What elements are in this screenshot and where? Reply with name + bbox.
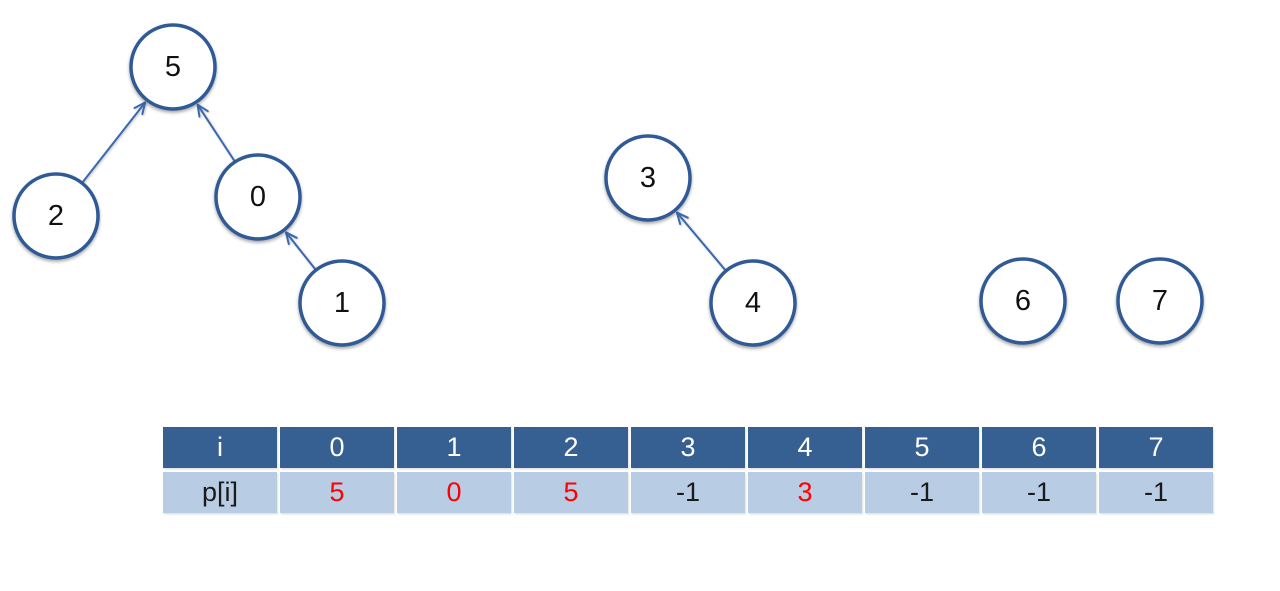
parent-arrow-1-to-0 [284, 231, 317, 270]
node-circle-5 [129, 23, 217, 111]
index-cell-4: 4 [748, 427, 862, 468]
tree-node-2: 2 [12, 172, 100, 260]
parent-edges-layer [81, 101, 727, 271]
node-circle-6 [979, 257, 1067, 345]
parent-value-cell-6: -1 [982, 472, 1096, 513]
node-label-2: 2 [48, 200, 64, 232]
tree-node-3: 3 [604, 134, 692, 222]
parent-value-cell-3: -1 [631, 472, 745, 513]
node-circle-3 [604, 134, 692, 222]
parent-value-cell-7: -1 [1099, 472, 1213, 513]
tree-nodes-layer: 5 2 0 1 3 4 6 7 [12, 23, 1204, 347]
node-circle-2 [12, 172, 100, 260]
tree-node-5: 5 [129, 23, 217, 111]
index-cell-0: 0 [280, 427, 394, 468]
tree-node-1: 1 [298, 259, 386, 347]
tree-node-4: 4 [709, 259, 797, 347]
node-label-4: 4 [745, 287, 761, 319]
tree-node-0: 0 [214, 153, 302, 241]
parent-arrow-0-to-5 [196, 103, 236, 162]
parent-value-cell-2: 5 [514, 472, 628, 513]
node-label-6: 6 [1015, 285, 1031, 317]
node-label-3: 3 [640, 162, 656, 194]
node-circle-7 [1116, 257, 1204, 345]
index-cell-3: 3 [631, 427, 745, 468]
index-cell-2: 2 [514, 427, 628, 468]
parent-value-cell-4: 3 [748, 472, 862, 513]
index-row-label: i [163, 427, 277, 468]
parent-value-cell-0: 5 [280, 472, 394, 513]
node-label-5: 5 [165, 51, 181, 83]
tree-node-7: 7 [1116, 257, 1204, 345]
parent-row-label: p[i] [163, 472, 277, 513]
parent-value-cell-1: 0 [397, 472, 511, 513]
node-label-0: 0 [250, 181, 266, 213]
parent-arrow-4-to-3 [675, 211, 727, 271]
node-circle-1 [298, 259, 386, 347]
tree-node-6: 6 [979, 257, 1067, 345]
parent-arrow-2-to-5 [81, 101, 147, 183]
node-circle-4 [709, 259, 797, 347]
node-circle-0 [214, 153, 302, 241]
index-cell-1: 1 [397, 427, 511, 468]
index-cell-6: 6 [982, 427, 1096, 468]
node-label-7: 7 [1152, 285, 1168, 317]
node-label-1: 1 [334, 287, 350, 319]
parent-value-cell-5: -1 [865, 472, 979, 513]
index-cell-5: 5 [865, 427, 979, 468]
index-cell-7: 7 [1099, 427, 1213, 468]
